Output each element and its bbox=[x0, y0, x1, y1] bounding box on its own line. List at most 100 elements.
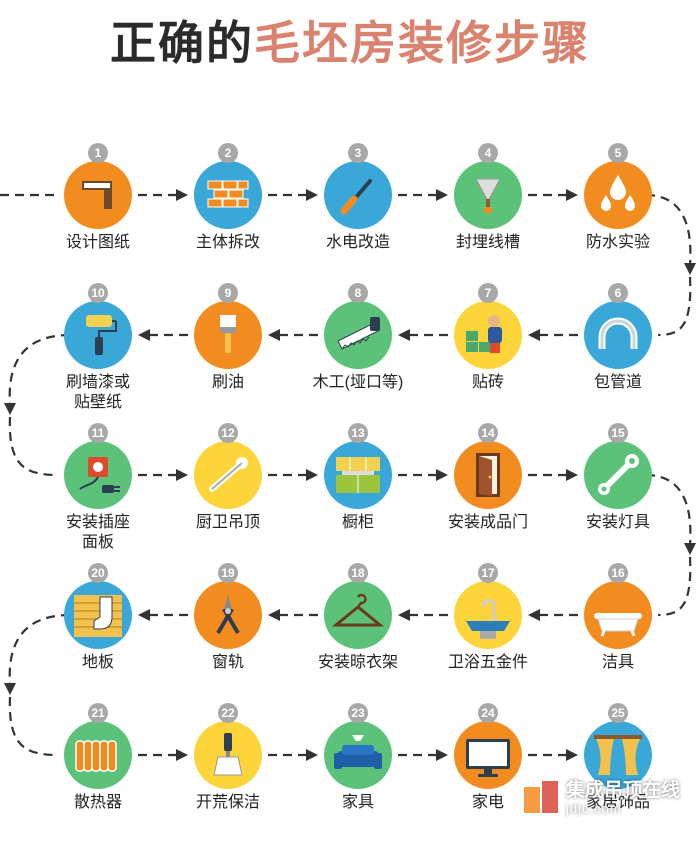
radiator-icon bbox=[75, 740, 117, 772]
arrowhead-icon bbox=[306, 189, 318, 201]
step-label: 橱柜 bbox=[341, 514, 374, 531]
step-label: 散热器 bbox=[73, 794, 122, 811]
step-icon-circle bbox=[194, 301, 262, 369]
step-icon-circle bbox=[454, 161, 522, 229]
step-icon-circle bbox=[64, 301, 132, 369]
watermark-logo-icon bbox=[524, 781, 558, 813]
step-number-badge: 7 bbox=[478, 283, 498, 303]
step-icon-circle bbox=[324, 161, 392, 229]
step-number-badge: 6 bbox=[608, 283, 628, 303]
arrowhead-icon bbox=[528, 329, 540, 341]
step-number-badge: 11 bbox=[88, 423, 108, 443]
arrowhead-icon bbox=[528, 609, 540, 621]
arrowhead-icon bbox=[268, 609, 280, 621]
step-9: 9 刷油 bbox=[168, 283, 288, 443]
step-label: 封埋线槽 bbox=[455, 234, 520, 251]
step-number-badge: 19 bbox=[218, 563, 238, 583]
step-20: 20 地板 bbox=[38, 563, 158, 723]
step-number-badge: 12 bbox=[218, 423, 238, 443]
arrowhead-icon bbox=[436, 749, 448, 761]
step-number-badge: 16 bbox=[608, 563, 628, 583]
step-label: 窗轨 bbox=[211, 654, 244, 671]
step-number-badge: 2 bbox=[218, 143, 238, 163]
step-number-badge: 15 bbox=[608, 423, 628, 443]
bathtub-icon bbox=[594, 613, 642, 637]
step-label: 安装灯具 bbox=[585, 514, 650, 531]
arrowhead-icon bbox=[4, 683, 16, 695]
step-icon-circle bbox=[584, 161, 652, 229]
arrowhead-icon bbox=[436, 469, 448, 481]
watermark: 集成吊顶在线 jdjc.com bbox=[522, 773, 692, 827]
ruler-icon bbox=[82, 181, 112, 209]
step-3: 3 水电改造 bbox=[298, 143, 418, 303]
step-number-badge: 21 bbox=[88, 703, 108, 723]
brick-wall-icon bbox=[207, 180, 249, 208]
step-icon-circle bbox=[324, 581, 392, 649]
arrowhead-icon bbox=[684, 263, 696, 275]
step-label: 地板 bbox=[81, 654, 114, 671]
step-icon-circle bbox=[584, 581, 652, 649]
step-icon-circle bbox=[194, 721, 262, 789]
step-number-badge: 23 bbox=[348, 703, 368, 723]
step-1: 1 设计图纸 bbox=[38, 143, 158, 303]
arrowhead-icon bbox=[566, 469, 578, 481]
arrowhead-icon bbox=[268, 329, 280, 341]
step-label: 水电改造 bbox=[325, 234, 390, 251]
step-label: 防水实验 bbox=[585, 234, 650, 251]
step-13: 13 橱柜 bbox=[298, 423, 418, 583]
step-11: 11 安装插座面板 bbox=[38, 423, 158, 583]
cabinet-icon bbox=[336, 457, 380, 493]
step-icon-circle bbox=[64, 581, 132, 649]
step-number-badge: 20 bbox=[88, 563, 108, 583]
step-icon-circle bbox=[454, 301, 522, 369]
step-label: 贴砖 bbox=[471, 374, 504, 391]
step-label: 设计图纸 bbox=[65, 234, 130, 251]
step-label: 家居饰品 bbox=[585, 794, 650, 811]
step-label: 木工(垭口等) bbox=[312, 374, 404, 391]
step-label: 卫浴五金件 bbox=[447, 654, 528, 671]
step-number-badge: 1 bbox=[88, 143, 108, 163]
step-label: 刷油 bbox=[211, 374, 244, 391]
step-icon-circle bbox=[584, 301, 652, 369]
step-number-badge: 3 bbox=[348, 143, 368, 163]
step-label: 家电 bbox=[471, 794, 504, 811]
sofa-icon bbox=[334, 735, 382, 769]
pliers-icon bbox=[216, 595, 240, 635]
step-label: 安装插座面板 bbox=[65, 514, 130, 551]
step-icon-circle bbox=[584, 721, 652, 789]
step-label: 包管道 bbox=[593, 374, 642, 391]
step-icon-circle bbox=[64, 441, 132, 509]
step-icon-circle bbox=[324, 301, 392, 369]
arrowhead-icon bbox=[4, 403, 16, 415]
hanger-icon bbox=[331, 593, 385, 627]
step-15: 15 安装灯具 bbox=[558, 423, 678, 583]
step-icon-circle bbox=[454, 721, 522, 789]
flow-curve-right bbox=[657, 276, 692, 337]
step-icon-circle bbox=[324, 721, 392, 789]
arrowhead-icon bbox=[176, 749, 188, 761]
floor-boot-icon bbox=[74, 595, 122, 637]
arrowhead-icon bbox=[176, 189, 188, 201]
flow-curve-left bbox=[8, 696, 59, 757]
tv-icon bbox=[466, 739, 510, 777]
step-label: 刷墙漆或贴壁纸 bbox=[65, 374, 130, 411]
flow-curve-left bbox=[8, 416, 59, 477]
step-number-badge: 9 bbox=[218, 283, 238, 303]
socket-plug-icon bbox=[79, 457, 120, 493]
arrowhead-icon bbox=[398, 329, 410, 341]
step-19: 19 窗轨 bbox=[168, 563, 288, 723]
title-part1: 正确的 bbox=[110, 17, 254, 69]
step-icon-circle bbox=[454, 581, 522, 649]
wrench-icon bbox=[598, 454, 639, 495]
step-number-badge: 13 bbox=[348, 423, 368, 443]
arrowhead-icon bbox=[566, 189, 578, 201]
arrowhead-icon bbox=[176, 469, 188, 481]
door-icon bbox=[476, 453, 500, 497]
